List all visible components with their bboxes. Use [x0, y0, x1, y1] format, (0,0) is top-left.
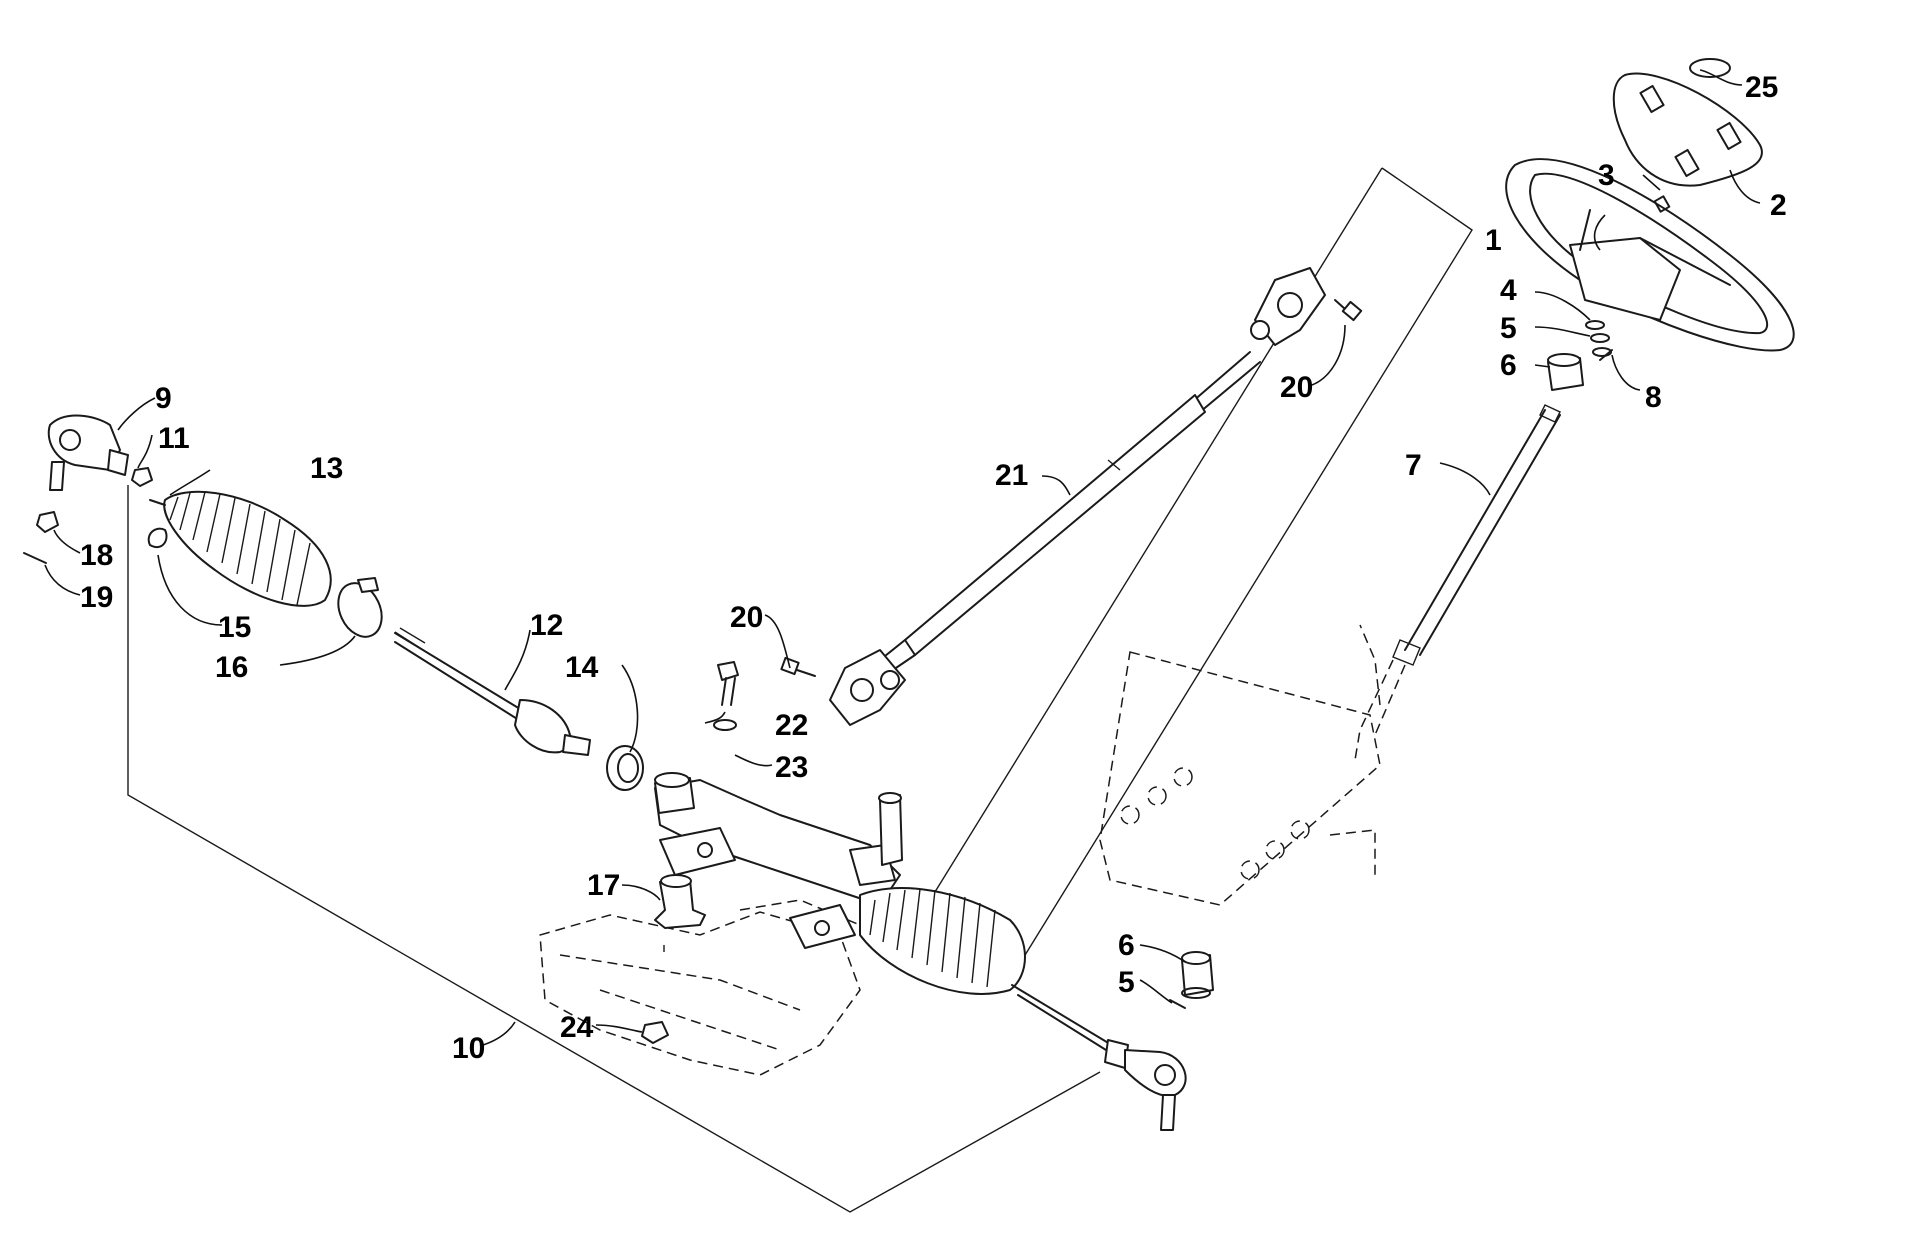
callout-24: 24: [560, 1011, 594, 1044]
right-tie-rod-end: [1124, 1049, 1187, 1131]
callout-11: 11: [158, 422, 190, 455]
castle-nut: [36, 511, 59, 533]
callout-3: 3: [1598, 159, 1615, 192]
u-joint-bolt-lower: [780, 656, 816, 677]
group-outline-steering-rack: [127, 485, 1101, 1213]
rack-mount-bushing: [654, 874, 706, 952]
callout-14: 14: [565, 651, 599, 684]
callout-6-lower: 6: [1118, 929, 1135, 962]
rack-grommet: [606, 745, 644, 791]
rack-mount-bolt: [717, 661, 739, 706]
right-tie-rod: [1011, 984, 1129, 1069]
lower-u-joint: [829, 649, 906, 726]
callout-2: 2: [1770, 189, 1787, 222]
callout-numbers: 1 2 3 4 5 6 7 8 9 10 11 12 13 14 15 16 1…: [80, 71, 1787, 1065]
callout-19: 19: [80, 581, 113, 614]
chassis-cross-member-outline: [1099, 624, 1381, 906]
upper-column-bushing: [1547, 353, 1584, 391]
callout-1: 1: [1485, 224, 1502, 257]
boot-clamp-small: [147, 527, 168, 549]
callout-16: 16: [215, 651, 248, 684]
callout-20-upper: 20: [1280, 371, 1313, 404]
steering-shaft: [1354, 404, 1561, 761]
steering-wheel: [1505, 158, 1795, 352]
callout-17: 17: [587, 869, 620, 902]
callout-12: 12: [530, 609, 563, 642]
callout-22: 22: [775, 709, 808, 742]
callout-4: 4: [1500, 274, 1517, 307]
rack-mount-nut: [641, 1021, 669, 1044]
callout-6: 6: [1500, 349, 1517, 382]
emblem: [1689, 58, 1731, 78]
wheel-screw: [1599, 349, 1613, 361]
wheel-nut-washer-stack: [1585, 320, 1612, 357]
callout-5: 5: [1500, 312, 1517, 345]
callout-20-lower: 20: [730, 601, 763, 634]
callout-5-lower: 5: [1118, 966, 1135, 999]
callout-23: 23: [775, 751, 808, 784]
steering-wheel-pad: [1612, 72, 1763, 187]
upper-u-joint: [1250, 267, 1326, 346]
left-rack-boot: [149, 490, 332, 607]
callout-18: 18: [80, 539, 113, 572]
boot-clamp-large-tab: [357, 577, 379, 593]
callout-13: 13: [310, 452, 343, 485]
lower-column-bushing: [1169, 951, 1214, 1009]
pad-clip: [1653, 195, 1671, 213]
steering-rack-housing: [654, 779, 903, 949]
left-inner-tie-rod: [394, 627, 591, 756]
callout-10: 10: [452, 1032, 485, 1065]
callout-8: 8: [1645, 381, 1662, 414]
callout-leaders: [44, 69, 1761, 1047]
callout-9: 9: [155, 382, 172, 415]
rack-collar: [654, 772, 695, 814]
callout-25: 25: [1745, 71, 1778, 104]
callout-21: 21: [995, 459, 1028, 492]
callout-15: 15: [218, 611, 251, 644]
intermediate-shaft: [879, 351, 1261, 673]
boot-clamp-large: [337, 582, 383, 638]
cotter-pin: [23, 552, 47, 564]
jam-nut: [131, 467, 153, 487]
right-rack-boot: [859, 887, 1026, 995]
rack-mount-washer: [713, 719, 737, 731]
u-joint-bolt-upper: [1334, 299, 1363, 322]
callout-7: 7: [1405, 449, 1422, 482]
left-tie-rod-end: [47, 414, 129, 491]
